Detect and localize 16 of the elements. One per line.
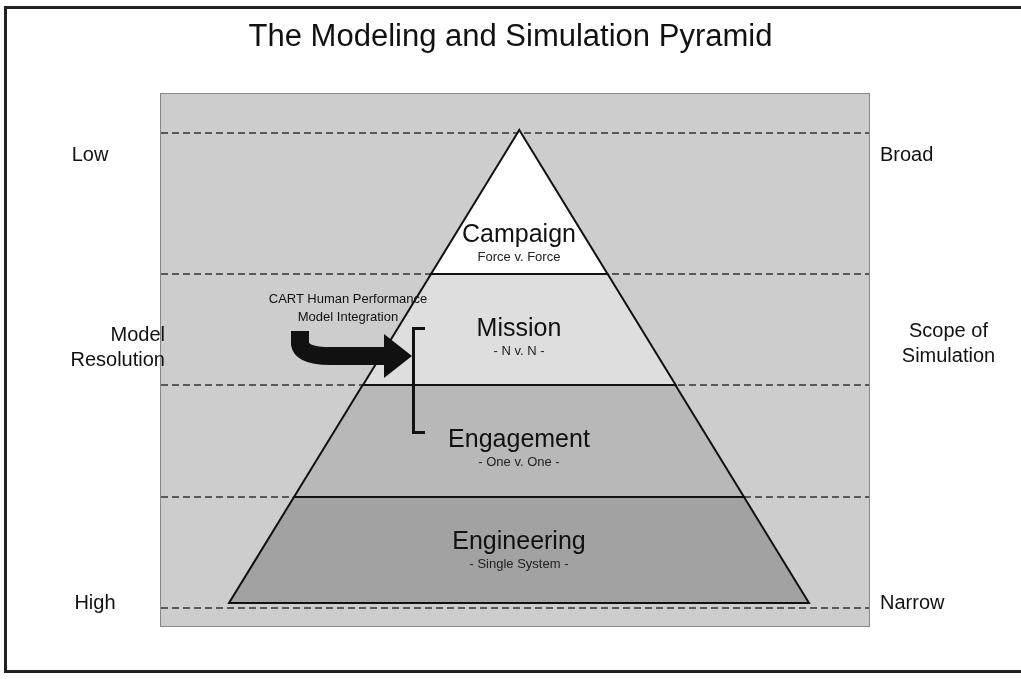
axis-label: High: [73, 590, 117, 615]
level-subtitle: - One v. One -: [478, 454, 560, 469]
bracket: [412, 327, 425, 434]
level-name: Engineering: [452, 526, 586, 553]
axis-label: Model Resolution: [69, 322, 165, 372]
level-name: Mission: [476, 313, 562, 340]
axis-label: Low: [70, 142, 110, 167]
level-subtitle: - Single System -: [469, 556, 569, 571]
level-subtitle: Force v. Force: [477, 249, 561, 264]
level-name: Engagement: [448, 424, 590, 451]
title: The Modeling and Simulation Pyramid: [247, 18, 774, 54]
level-subtitle: - N v. N -: [493, 343, 545, 358]
axis-label: Narrow: [880, 590, 946, 615]
axis-label: Broad: [880, 142, 935, 167]
axis-label: Scope of Simulation: [900, 318, 997, 368]
level-name: Campaign: [462, 219, 576, 246]
